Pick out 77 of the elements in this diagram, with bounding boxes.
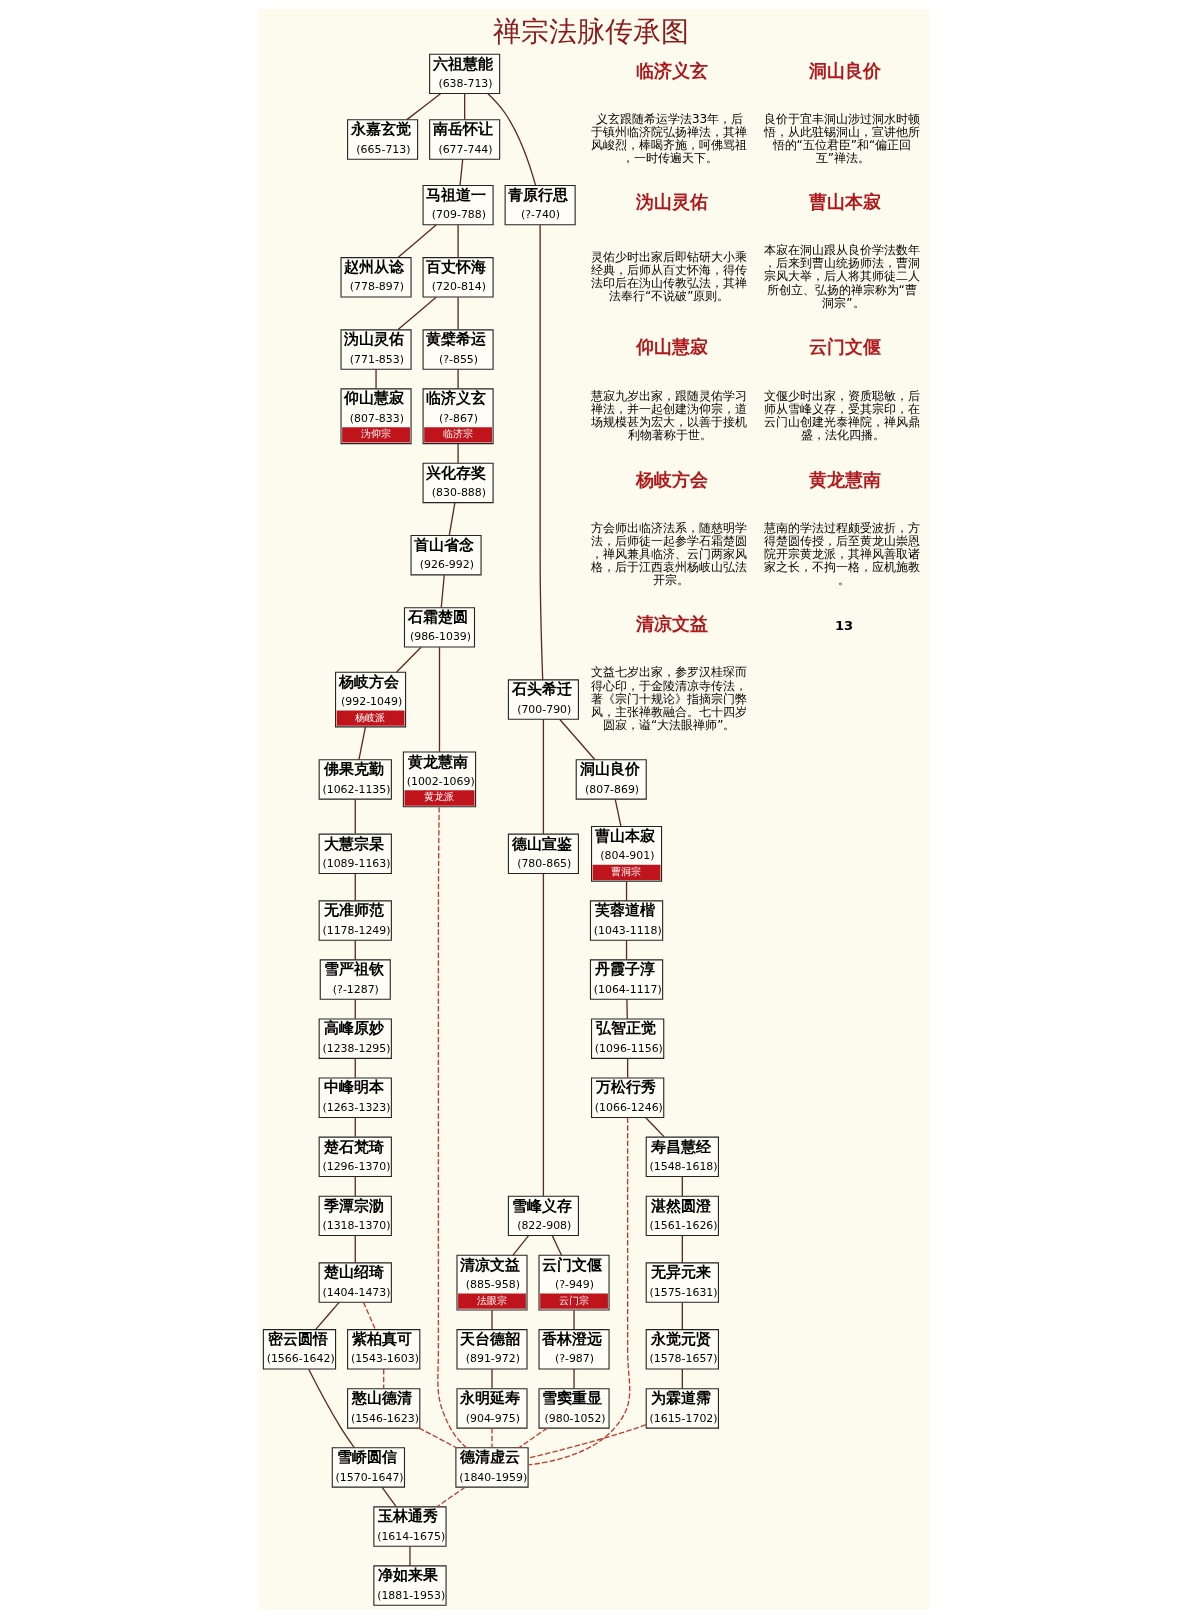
label: 黄龙慧南 bbox=[809, 469, 882, 490]
connector bbox=[418, 1426, 458, 1448]
connector bbox=[573, 1367, 575, 1389]
connector bbox=[512, 1234, 530, 1256]
connector bbox=[491, 1309, 493, 1330]
label: 慧寂九岁出家，跟随灵佑学习禅法，并一起创建沩仰宗，道场规模甚为宏大，以善于接机利物著称于世。 bbox=[590, 388, 747, 442]
label: 临济义玄 bbox=[636, 60, 709, 81]
connector bbox=[459, 158, 464, 186]
connector bbox=[354, 1234, 356, 1263]
connector bbox=[464, 92, 466, 120]
label: 方会师出临济法系，随慈明学法，后师徒一起参学石霜楚圆，禅风兼具临济、云门两家风格，后于江西袁州杨岐山弘法开宗。 bbox=[590, 520, 747, 587]
connector bbox=[397, 223, 437, 258]
label: 13 bbox=[834, 617, 854, 633]
connector bbox=[457, 223, 459, 258]
connector bbox=[354, 998, 356, 1019]
connector bbox=[395, 646, 422, 673]
connector bbox=[440, 573, 445, 608]
connector bbox=[375, 368, 377, 389]
label: 杨岐方会 bbox=[636, 469, 709, 490]
connector bbox=[573, 1309, 575, 1330]
connector bbox=[681, 1234, 683, 1263]
label: 义玄跟随希运学法33年，后于镇州临济院弘扬禅法，其禅风峻烈，棒喝齐施，呵佛骂祖，一时传遍天下。 bbox=[590, 111, 747, 165]
connector bbox=[438, 646, 441, 752]
connector bbox=[527, 1423, 647, 1459]
label: 本寂在洞山跟从良价学法数年，后来到曹山统扬师法，曹洞宗风大举，后人将其师徒二人所创立、弘扬的禅宗称为“曹洞宗”。 bbox=[763, 242, 920, 310]
connector bbox=[614, 798, 622, 827]
connector bbox=[681, 1367, 683, 1389]
connector bbox=[626, 998, 628, 1019]
connector bbox=[315, 1301, 340, 1330]
connector bbox=[397, 296, 437, 330]
connector bbox=[627, 1057, 629, 1078]
diagram-title: 禅宗法脉传承图 bbox=[493, 14, 690, 48]
label: 云门文偃 bbox=[809, 336, 882, 357]
connector bbox=[354, 1116, 356, 1137]
connector bbox=[539, 223, 544, 680]
connector bbox=[354, 872, 356, 901]
connector bbox=[457, 368, 459, 389]
connector bbox=[457, 442, 459, 464]
connector bbox=[383, 1367, 385, 1389]
connector bbox=[487, 92, 537, 186]
connector bbox=[358, 725, 367, 760]
connector bbox=[644, 1116, 665, 1137]
label: 仰山慧寂 bbox=[636, 336, 709, 357]
connector bbox=[381, 1486, 397, 1507]
connector bbox=[518, 1426, 548, 1448]
label: 曹山本寂 bbox=[809, 191, 882, 212]
connector bbox=[457, 296, 459, 330]
connector bbox=[559, 718, 596, 760]
connector bbox=[527, 1116, 631, 1465]
connector bbox=[551, 1234, 563, 1256]
label: 沩山灵佑 bbox=[636, 191, 709, 212]
connector bbox=[354, 1057, 356, 1078]
label: 灵佑少时出家后即钻研大小乘经典，后师从百丈怀海，得传法印后在沩山传教弘法，其禅法奉行“不说破”原则。 bbox=[590, 249, 747, 303]
connector bbox=[354, 939, 356, 960]
connector bbox=[406, 92, 442, 120]
connector bbox=[491, 1367, 493, 1389]
connector bbox=[308, 1368, 355, 1448]
connector bbox=[362, 1301, 377, 1330]
connector bbox=[542, 718, 545, 835]
connector bbox=[436, 1486, 466, 1507]
connector bbox=[542, 872, 545, 1197]
connector bbox=[681, 1301, 683, 1330]
connector bbox=[491, 1426, 493, 1448]
label: 清凉文益 bbox=[636, 613, 709, 634]
connector bbox=[437, 806, 467, 1448]
connector bbox=[409, 1545, 411, 1566]
connector bbox=[354, 798, 356, 834]
label: 洞山良价 bbox=[809, 60, 882, 81]
label: 良价于宜丰洞山涉过洞水时顿悟，从此驻锡洞山，宣讲他所悟的“五位君臣”和“偏正回互”禅法。 bbox=[763, 111, 920, 165]
label: 慧南的学法过程颇受波折，方得楚圆传授，后至黄龙山崇恩院开宗黄龙派，其禅风善取诸家之长，不拘一格，应机施教。 bbox=[763, 520, 920, 587]
label: 文偃少时出家，资质聪敏，后师从雪峰义存，受其宗印，在云门山创建光泰禅院，禅风鼎盛，法化四播。 bbox=[763, 388, 920, 442]
connector bbox=[625, 939, 628, 960]
connector bbox=[681, 1175, 683, 1197]
connector bbox=[625, 880, 628, 901]
connector bbox=[448, 501, 456, 536]
label: 文益七岁出家，参罗汉桂琛而得心印，于金陵清凉寺传法，著《宗门十规论》指摘宗门弊风，主张禅教融合。七十四岁圆寂，谥“大法眼禅师”。 bbox=[590, 664, 747, 732]
connector bbox=[354, 1175, 356, 1197]
